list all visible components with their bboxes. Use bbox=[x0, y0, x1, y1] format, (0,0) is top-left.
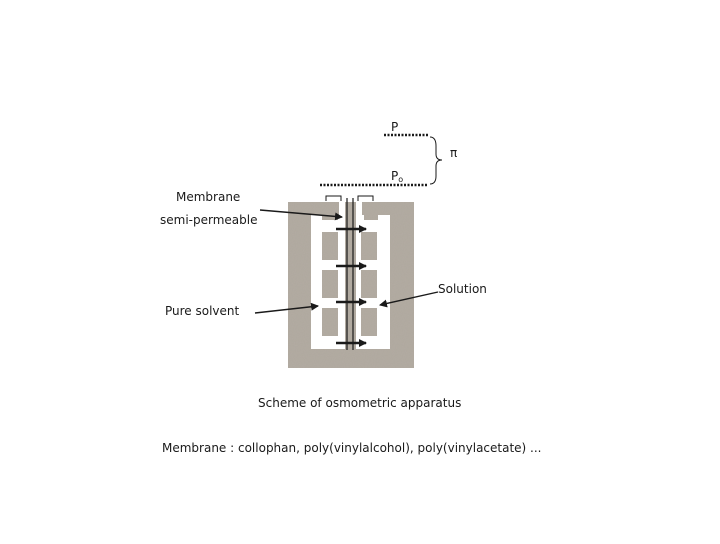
label-membrane-2: semi-permeable bbox=[160, 213, 257, 227]
diagram-caption: Scheme of osmometric apparatus bbox=[258, 396, 461, 410]
membrane bbox=[346, 198, 354, 350]
label-pure-solvent: Pure solvent bbox=[165, 304, 240, 318]
label-osmotic-pi: π bbox=[450, 146, 457, 160]
solvent-capillary bbox=[339, 196, 345, 216]
flow-arrows bbox=[336, 225, 367, 347]
label-membrane-1: Membrane bbox=[176, 190, 240, 204]
pointer-membrane bbox=[259, 209, 343, 221]
label-solution: Solution bbox=[438, 282, 487, 296]
label-pressure-p: P bbox=[391, 120, 398, 134]
pointer-solution bbox=[379, 291, 439, 308]
label-pressure-p0: Po bbox=[391, 169, 403, 184]
solution-capillary bbox=[356, 196, 362, 216]
solution-blocks-texture bbox=[361, 204, 378, 336]
capillary-caps bbox=[325, 195, 374, 201]
label-pointers bbox=[254, 209, 439, 314]
solvent-blocks-texture bbox=[322, 204, 338, 336]
apparatus-body bbox=[288, 195, 414, 368]
pressure-levels bbox=[320, 133, 428, 187]
membrane-note: Membrane : collophan, poly(vinylalcohol)… bbox=[162, 441, 542, 455]
pointer-solvent bbox=[254, 302, 319, 314]
osmotic-brace bbox=[429, 136, 443, 185]
